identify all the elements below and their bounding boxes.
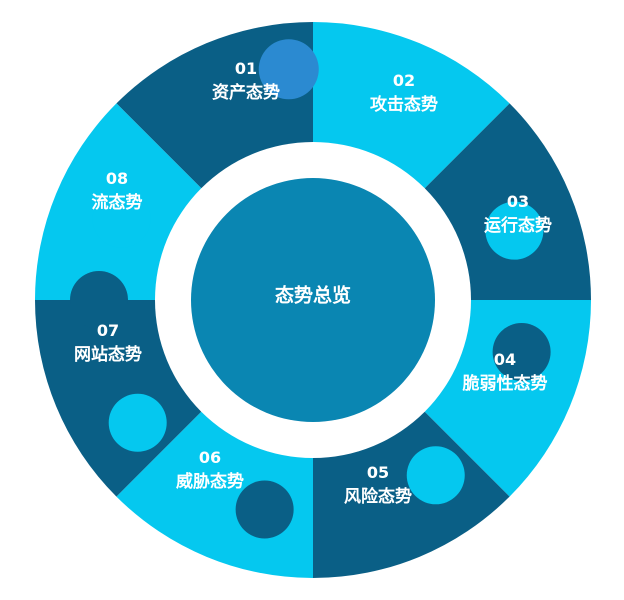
segment-number: 04 xyxy=(494,350,516,369)
segment-title: 威胁态势 xyxy=(176,471,244,492)
accent-dot xyxy=(258,39,319,100)
segment-title: 风险态势 xyxy=(344,486,412,507)
segment-title: 运行态势 xyxy=(484,215,552,236)
segment-number: 03 xyxy=(507,192,529,211)
segment-number: 01 xyxy=(235,59,257,78)
segment-label-01: 01 资产态势 xyxy=(212,59,280,103)
puzzle-knob xyxy=(235,480,294,539)
segment-labels: 01 资产态势 02 攻击态势 03 运行态势 04 脆弱性态势 05 风险态势 06 威胁态势 07 网… xyxy=(74,59,552,507)
segment-number: 05 xyxy=(367,463,389,482)
segment-title: 资产态势 xyxy=(212,82,280,103)
center-hub xyxy=(191,178,435,422)
segment-label-06: 06 威胁态势 xyxy=(176,448,244,492)
segment-title: 网站态势 xyxy=(74,344,142,365)
segment-number: 02 xyxy=(393,71,415,90)
puzzle-knob xyxy=(406,446,465,505)
puzzle-knob xyxy=(70,271,128,329)
puzzle-knobs xyxy=(70,189,551,539)
puzzle-knob xyxy=(492,323,551,382)
puzzle-knob xyxy=(485,201,544,260)
segment-title: 攻击态势 xyxy=(370,94,438,115)
segment-label-04: 04 脆弱性态势 xyxy=(462,350,548,394)
segment-label-02: 02 攻击态势 xyxy=(370,71,438,115)
segment-title: 脆弱性态势 xyxy=(462,373,548,394)
segment-label-08: 08 流态势 xyxy=(92,169,143,213)
segment-number: 06 xyxy=(199,448,221,467)
segment-number: 08 xyxy=(106,169,128,188)
center-label: 态势总览 xyxy=(275,284,351,307)
segment-title: 流态势 xyxy=(92,192,143,213)
segment-label-07: 07 网站态势 xyxy=(74,321,142,365)
segment-number: 07 xyxy=(97,321,119,340)
puzzle-knob xyxy=(92,189,151,248)
segment-label-03: 03 运行态势 xyxy=(484,192,552,236)
segment-label-05: 05 风险态势 xyxy=(344,463,412,507)
puzzle-knob xyxy=(108,393,167,452)
